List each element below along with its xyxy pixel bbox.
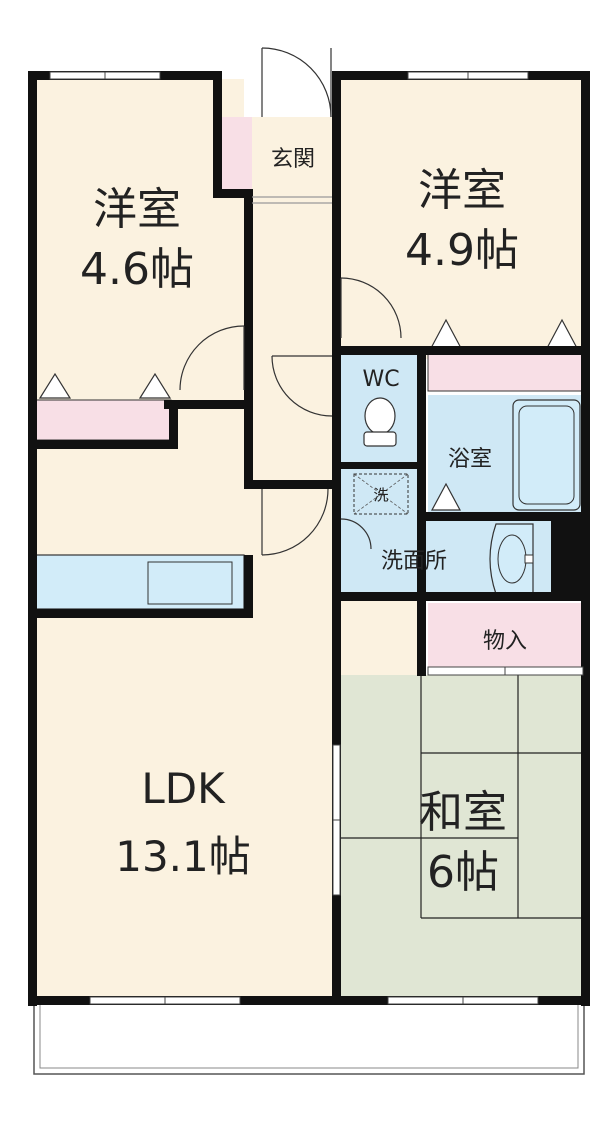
kitchen-counter-icon — [35, 554, 245, 610]
room-labels: 洋室 4.6帖 洋室 4.9帖 玄関 WC 浴室 洗 洗面所 物入 LDK 13… — [80, 147, 527, 898]
label-storage: 物入 — [483, 629, 527, 654]
room-western-left — [36, 79, 244, 409]
room-ldk-extension — [341, 600, 421, 675]
label-ldk-name: LDK — [141, 764, 226, 813]
window-icon — [49, 71, 584, 1005]
entrance-step — [252, 117, 334, 197]
label-western-right-name: 洋室 — [418, 165, 506, 216]
label-toilet: WC — [362, 367, 399, 392]
label-western-right-size: 4.9帖 — [405, 225, 519, 276]
room-japanese — [341, 675, 583, 998]
bathtub-icon — [512, 399, 581, 511]
closet-marker-icons — [38, 318, 579, 511]
label-japanese-name: 和室 — [419, 787, 507, 838]
door-swing-icon — [179, 47, 402, 556]
label-bath: 浴室 — [448, 447, 492, 472]
label-western-left-size: 4.6帖 — [80, 244, 194, 295]
washer-space — [353, 473, 409, 515]
label-japanese-size: 6帖 — [427, 847, 499, 898]
room-ldk — [36, 409, 341, 999]
label-ldk-size: 13.1帖 — [115, 832, 251, 881]
balcony — [33, 995, 585, 1075]
label-washroom: 洗面所 — [381, 549, 447, 574]
sink-icon — [489, 523, 534, 595]
label-washer: 洗 — [373, 486, 388, 504]
tatami-mat-icon — [341, 675, 583, 919]
toilet-icon — [363, 397, 397, 447]
label-entrance: 玄関 — [271, 147, 315, 172]
closet-left — [35, 399, 172, 441]
room-western-right — [341, 79, 583, 359]
closet-right — [427, 352, 584, 392]
label-western-left-name: 洋室 — [93, 184, 181, 235]
room-storage — [428, 603, 583, 675]
